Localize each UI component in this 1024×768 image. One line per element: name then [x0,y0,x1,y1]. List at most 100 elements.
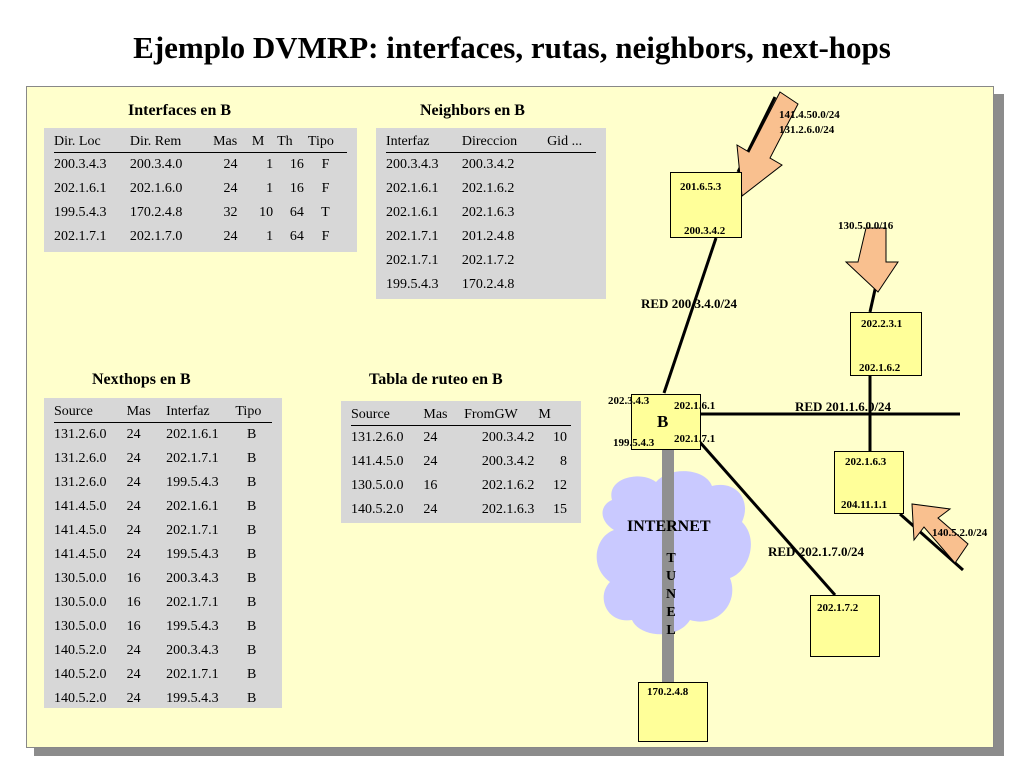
cell: 24 [126,427,141,442]
cell: 130.5.0.0 [54,619,107,634]
cell: 130.5.0.0 [351,478,404,493]
cell: B [247,427,257,442]
cell: B [247,643,257,658]
cell: 24 [223,229,238,244]
router-ip: 202.1.7.2 [817,602,859,614]
cell: 202.1.6.1 [54,181,107,196]
router-b [631,394,701,450]
cell: 202.1.6.1 [386,205,439,220]
cell: B [247,667,257,682]
cell: 24 [126,547,141,562]
cell: 202.1.6.3 [461,205,515,220]
cell: 24 [423,454,438,469]
page-title: Ejemplo DVMRP: interfaces, rutas, neighb… [133,30,891,65]
router-ip: 202.1.6.2 [859,362,901,374]
router-ip: 204.11.1.1 [841,499,888,511]
cell: 202.1.7.1 [166,523,219,538]
tunnel-letter: E [666,605,676,620]
cell: B [247,523,257,538]
source-label: 141.4.50.0/24 [779,109,840,121]
col-header: M [538,405,571,426]
cell: 202.1.7.2 [461,253,515,268]
col-header: Tipo [307,132,347,153]
cell: 200.3.4.2 [481,430,535,445]
network-label: RED 201.1.6.0/24 [795,399,892,414]
cell: 202.1.7.1 [166,667,219,682]
cell: 10 [553,430,567,445]
cell: 200.3.4.3 [166,571,219,586]
router-b-ip: 202.3.4.3 [608,395,650,407]
cell: 200.3.4.3 [54,157,107,172]
cell: 131.2.6.0 [54,427,107,442]
router-b-ip: 202.1.7.1 [674,433,716,445]
cell: 202.1.6.3 [481,502,535,517]
cell: B [247,475,257,490]
router-ip: 202.1.6.3 [845,456,887,468]
network-label: RED 200.3.4.0/24 [641,296,738,311]
col-header: Mas [213,132,252,153]
link-b-r4 [696,439,837,596]
cell: 202.1.7.1 [166,451,219,466]
cell: 24 [126,475,141,490]
cell: 140.5.2.0 [54,643,107,658]
cell: F [321,157,330,172]
cell: 140.5.2.0 [54,667,107,682]
cell: 202.1.7.1 [166,595,219,610]
col-header: Mas [126,402,167,423]
cell: 24 [223,157,238,172]
cell: 202.1.7.1 [386,229,439,244]
cell: 24 [126,523,141,538]
cell: 202.1.6.0 [129,181,183,196]
tunnel-letter: T [666,551,676,566]
router-box [834,451,904,514]
cell: 130.5.0.0 [54,571,107,586]
cell: 15 [553,502,567,517]
cell: 140.5.2.0 [351,502,404,517]
cell: 202.1.7.0 [129,229,183,244]
cell: 199.5.4.3 [166,547,219,562]
router-ip: 202.2.3.1 [861,318,903,330]
cell: 202.1.7.1 [386,253,439,268]
table-row: 202.1.6.1 202.1.6.3 [386,201,596,225]
cell: 200.3.4.2 [481,454,535,469]
router-box [810,595,880,657]
cell: 131.2.6.0 [351,430,404,445]
cell: 200.3.4.0 [129,157,183,172]
cell: 24 [126,499,141,514]
source-label: 140.5.2.0/24 [932,527,988,539]
cell: 141.4.5.0 [54,499,107,514]
router-b-label: B [657,412,669,431]
col-header: Interfaz [386,132,462,153]
col-header: M [251,132,278,153]
tunnel-letter: L [666,623,676,638]
cell: 141.4.5.0 [54,523,107,538]
neighbors-heading: Neighbors en B [420,102,525,119]
cell: 199.5.4.3 [386,277,439,292]
cell: B [247,499,257,514]
router-box [638,682,708,742]
nexthops-heading: Nexthops en B [92,371,191,388]
link-b-r1 [662,237,718,394]
cell: 202.1.6.2 [461,181,515,196]
col-header: Dir. Rem [129,132,214,153]
cell: 199.5.4.3 [166,619,219,634]
cell: 200.3.4.3 [386,157,439,172]
table-row: 141.4.5.0 24 202.1.7.1 B [54,519,272,543]
cell: 12 [553,478,567,493]
col-header: Interfaz [166,402,236,423]
